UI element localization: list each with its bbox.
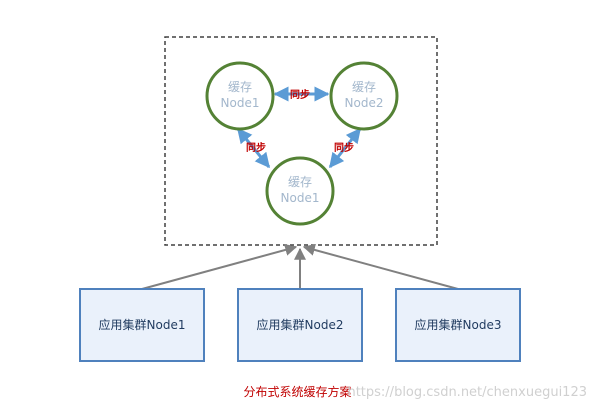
cache-node-1-name: Node1 bbox=[221, 96, 260, 110]
sync-arrow-node1-node3 bbox=[236, 127, 271, 169]
cache-node-3-name: Node1 bbox=[281, 191, 320, 205]
app-node-1-label: 应用集群Node1 bbox=[99, 317, 186, 332]
watermark: https://blog.csdn.net/chenxuegui123 bbox=[347, 385, 587, 400]
cache-node-2-title: 缓存 bbox=[352, 80, 376, 94]
connector-app3 bbox=[302, 244, 459, 290]
diagram-caption: 分布式系统缓存方案 bbox=[243, 385, 352, 399]
cache-cluster-boundary bbox=[164, 36, 438, 246]
cache-node-2: 缓存 Node2 bbox=[329, 61, 399, 131]
cache-node-3-title: 缓存 bbox=[288, 175, 312, 189]
app-node-1: 应用集群Node1 bbox=[79, 288, 205, 362]
sync-label-left: 同步 bbox=[246, 141, 266, 154]
app-node-2: 应用集群Node2 bbox=[237, 288, 363, 362]
app-node-2-label: 应用集群Node2 bbox=[257, 317, 344, 332]
app-node-3: 应用集群Node3 bbox=[395, 288, 521, 362]
cache-node-3: 缓存 Node1 bbox=[265, 156, 335, 226]
app-node-3-label: 应用集群Node3 bbox=[415, 317, 502, 332]
sync-label-right: 同步 bbox=[334, 141, 354, 154]
sync-arrow-node2-node3 bbox=[328, 127, 362, 169]
sync-label-top: 同步 bbox=[290, 88, 310, 101]
cache-node-2-name: Node2 bbox=[345, 96, 384, 110]
connector-app1 bbox=[141, 244, 298, 290]
cache-node-1-title: 缓存 bbox=[228, 80, 252, 94]
cache-node-1: 缓存 Node1 bbox=[205, 61, 275, 131]
